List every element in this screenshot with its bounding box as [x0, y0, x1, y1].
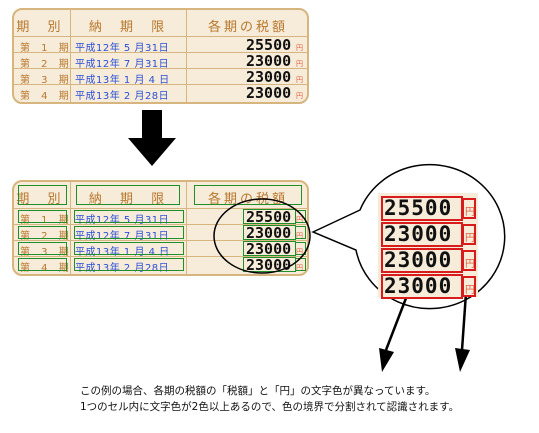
- zoom-row4-amount: 23000: [384, 274, 453, 298]
- original-table: 期 別 納 期 限 各期の税額 第 1 期 平成12年 5 月31日 25500…: [12, 8, 309, 104]
- row4-date: 平成13年 2 月28日: [75, 91, 170, 102]
- zoom-row2-amount: 23000: [384, 222, 453, 246]
- row3-date: 平成13年 1 月 4 日: [75, 75, 170, 86]
- row1-term: 第 1 期: [20, 43, 73, 54]
- row3-amount: 23000: [246, 68, 292, 86]
- row3-term: 第 3 期: [20, 75, 73, 86]
- row1-yen: 円: [296, 216, 303, 224]
- row1-term: 第 1 期: [20, 215, 73, 226]
- row4-term: 第 4 期: [20, 263, 73, 274]
- row2-yen: 円: [296, 232, 303, 240]
- row1-amount: 25500: [246, 36, 292, 54]
- row2-amount: 23000: [246, 224, 292, 242]
- row1-yen: 円: [296, 44, 303, 52]
- zoom-row4-yen: 円: [465, 285, 475, 296]
- row1-amount: 25500: [246, 208, 292, 226]
- row3-amount: 23000: [246, 240, 292, 258]
- zoom-row3-amount: 23000: [384, 248, 453, 272]
- row3-yen: 円: [296, 248, 303, 256]
- row4-yen: 円: [296, 92, 303, 100]
- zoom-row3-yen: 円: [465, 259, 475, 270]
- down-arrow-icon: [128, 110, 176, 166]
- row1-date: 平成12年 5 月31日: [75, 43, 170, 54]
- row4-amount: 23000: [246, 84, 292, 102]
- row4-date: 平成13年 2 月28日: [75, 263, 170, 274]
- row2-term: 第 2 期: [20, 231, 73, 242]
- row3-term: 第 3 期: [20, 247, 73, 258]
- row4-term: 第 4 期: [20, 91, 73, 102]
- row2-amount: 23000: [246, 52, 292, 70]
- zoom-row2-yen: 円: [465, 233, 475, 244]
- caption-line-2: 1つのセル内に文字色が2色以上あるので、色の境界で分割されて認識されます。: [80, 401, 460, 413]
- header-tax: 各期の税額: [207, 20, 288, 35]
- zoom-row1-amount: 25500: [384, 196, 453, 220]
- zoom-row1-yen: 円: [465, 207, 475, 218]
- header-due: 納 期 限: [88, 20, 172, 35]
- row1-date: 平成12年 5 月31日: [75, 215, 170, 226]
- caption-line-1: この例の場合、各期の税額の「税額」と「円」の文字色が異なっています。: [80, 385, 436, 397]
- row3-yen: 円: [296, 76, 303, 84]
- row2-date: 平成12年 7 月31日: [75, 59, 170, 70]
- header-tax: 各期の税額: [207, 192, 288, 207]
- zoomed-amounts: 25500 円 23000 円 23000 円 23000 円: [378, 193, 478, 299]
- recognized-table: 期 別 納 期 限 各期の税額 第 1 期 平成12年 5 月31日 25500…: [12, 180, 309, 276]
- row4-yen: 円: [296, 264, 303, 272]
- row2-yen: 円: [296, 60, 303, 68]
- row2-date: 平成12年 7 月31日: [75, 231, 170, 242]
- row3-date: 平成13年 1 月 4 日: [75, 247, 170, 258]
- header-due: 納 期 限: [88, 192, 172, 207]
- row2-term: 第 2 期: [20, 59, 73, 70]
- header-term: 期 別: [16, 192, 68, 207]
- header-term: 期 別: [16, 20, 68, 35]
- row4-amount: 23000: [246, 256, 292, 274]
